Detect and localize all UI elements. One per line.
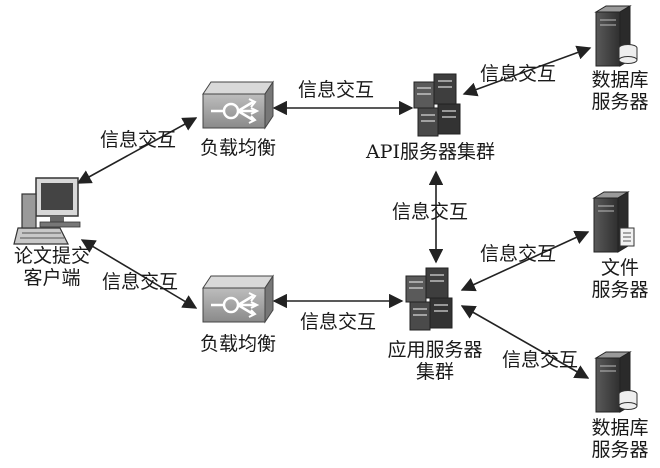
edge-label-api-app: 信息交互 [392, 201, 469, 223]
database-server-icon [594, 5, 638, 67]
client-label-line2: 客户端 [23, 266, 81, 289]
file-server-label-line2: 服务器 [591, 278, 649, 301]
edge-label-app-db-bottom: 信息交互 [502, 349, 579, 371]
server-cluster-icon [413, 73, 461, 137]
edge-label-lb-bottom-app: 信息交互 [300, 311, 377, 333]
file-server-label: 文件 服务器 [584, 257, 656, 302]
client-label-line1: 论文提交 [13, 245, 90, 267]
connections [76, 45, 592, 379]
edge-app-file [460, 230, 590, 292]
database-server-icon [594, 351, 638, 413]
db-bottom-label: 数据库 服务器 [584, 417, 656, 462]
edge-label-client-lb-bottom: 信息交互 [102, 271, 179, 293]
lb-top-label: 负载均衡 [200, 137, 277, 159]
desktop-computer-icon [13, 177, 81, 245]
db-bottom-label-line2: 服务器 [591, 438, 649, 461]
file-server-icon [592, 191, 635, 253]
app-cluster-label-line1: 应用服务器 [387, 339, 483, 361]
edge-label-lb-top-api: 信息交互 [298, 79, 375, 101]
edge-client-lb-bottom [80, 239, 198, 309]
load-balancer-icon [202, 80, 274, 130]
edge-client-lb-top [76, 117, 198, 184]
api-cluster-label: API服务器集群 [366, 141, 496, 163]
db-top-label: 数据库 服务器 [584, 69, 656, 114]
file-server-label-line1: 文件 [600, 257, 639, 279]
lb-bottom-label: 负载均衡 [200, 333, 277, 355]
edge-label-app-file: 信息交互 [480, 243, 557, 265]
db-bottom-label-line1: 数据库 [591, 417, 649, 439]
app-cluster-label-line2: 集群 [415, 360, 454, 383]
edge-api-db [462, 45, 592, 97]
edge-app-db-bottom [460, 305, 590, 379]
edge-label-client-lb-top: 信息交互 [100, 129, 177, 151]
app-cluster-label: 应用服务器 集群 [370, 339, 500, 384]
edge-label-api-db: 信息交互 [480, 63, 557, 85]
db-top-label-line1: 数据库 [591, 69, 649, 91]
server-cluster-icon [405, 267, 453, 331]
client-label: 论文提交 客户端 [4, 245, 100, 290]
db-top-label-line2: 服务器 [591, 90, 649, 113]
load-balancer-icon [202, 274, 274, 324]
